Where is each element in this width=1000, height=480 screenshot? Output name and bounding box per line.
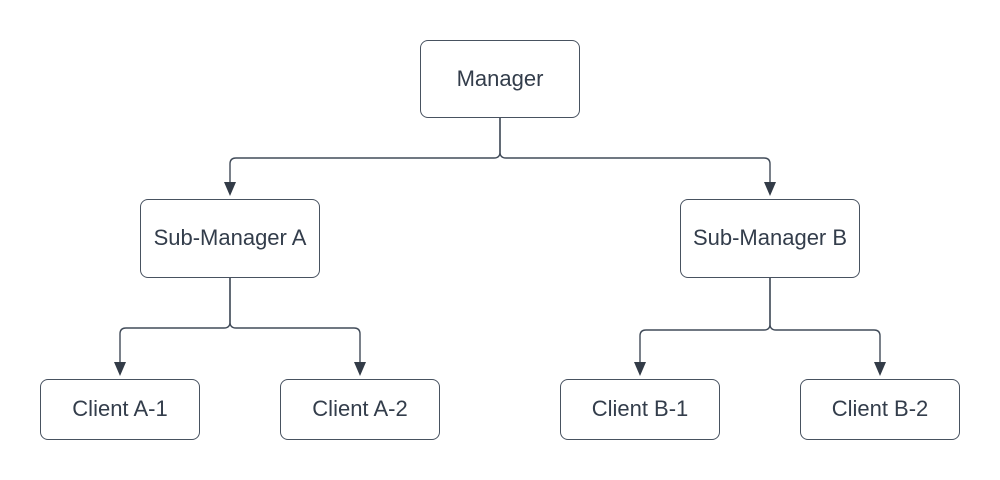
edge-sub-manager-b-to-client-b-1 xyxy=(639,278,771,362)
edge-manager-to-sub-manager-b xyxy=(499,118,771,182)
node-client-a-1: Client A-1 xyxy=(40,379,200,440)
arrowhead-manager-to-sub-manager-b xyxy=(764,182,776,196)
arrowhead-manager-to-sub-manager-a xyxy=(224,182,236,196)
node-sub-manager-a-label: Sub-Manager A xyxy=(153,225,307,251)
node-client-b-1: Client B-1 xyxy=(560,379,720,440)
edge-sub-manager-a-to-client-a-2 xyxy=(229,278,361,362)
node-manager-label: Manager xyxy=(456,65,544,91)
node-client-b-2: Client B-2 xyxy=(800,379,960,440)
node-client-b-1-label: Client B-1 xyxy=(591,396,689,422)
edge-sub-manager-b-to-client-b-2 xyxy=(769,278,881,362)
node-sub-manager-b: Sub-Manager B xyxy=(680,199,860,278)
node-client-a-2-label: Client A-2 xyxy=(312,396,408,422)
node-client-b-2-label: Client B-2 xyxy=(831,396,929,422)
node-sub-manager-a: Sub-Manager A xyxy=(140,199,320,278)
arrowhead-sub-manager-b-to-client-b-2 xyxy=(874,362,886,376)
node-client-a-1-label: Client A-1 xyxy=(72,396,168,422)
node-sub-manager-b-label: Sub-Manager B xyxy=(692,225,848,251)
edge-sub-manager-a-to-client-a-1 xyxy=(119,278,231,362)
edge-manager-to-sub-manager-a xyxy=(229,118,501,182)
arrowhead-sub-manager-a-to-client-a-2 xyxy=(354,362,366,376)
arrowhead-sub-manager-a-to-client-a-1 xyxy=(114,362,126,376)
node-client-a-2: Client A-2 xyxy=(280,379,440,440)
node-manager: Manager xyxy=(420,40,580,118)
arrowhead-sub-manager-b-to-client-b-1 xyxy=(634,362,646,376)
